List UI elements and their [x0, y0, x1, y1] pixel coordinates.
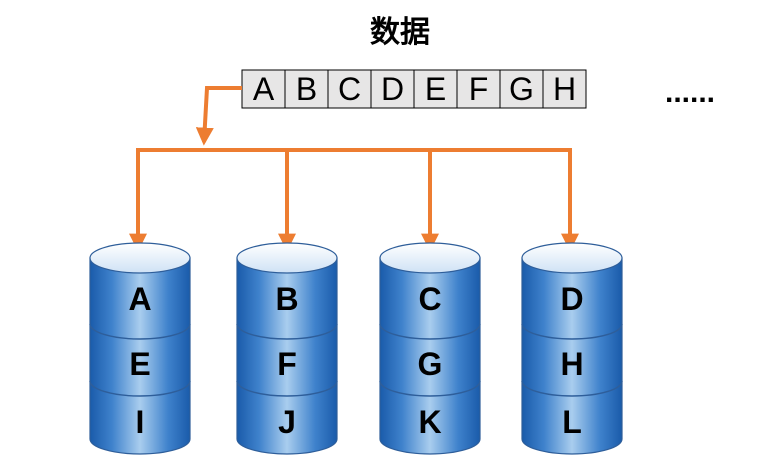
- disk-block-label: F: [277, 346, 297, 382]
- distribution-arrows: [129, 86, 579, 252]
- data-cell: C: [327, 69, 372, 109]
- data-cell-label: A: [253, 71, 275, 107]
- disk-block-label: L: [562, 404, 582, 440]
- disk-cylinder: DHL: [521, 242, 623, 455]
- disk-segment-divider: [89, 323, 191, 340]
- disk-body: [89, 257, 191, 455]
- disk-body: [379, 257, 481, 455]
- disk-segment-divider: [89, 380, 191, 397]
- data-cell-label: D: [381, 71, 404, 107]
- disk-block-label: H: [560, 346, 583, 382]
- disk-block-label: D: [560, 281, 583, 317]
- disk-cylinder: AEI: [89, 242, 191, 455]
- data-cell-label: G: [509, 71, 534, 107]
- disk-top: [521, 242, 623, 274]
- disk-segment-divider: [521, 323, 623, 340]
- disk-segment-divider: [521, 380, 623, 397]
- data-cell: E: [413, 69, 458, 109]
- data-cell-label: E: [425, 71, 446, 107]
- data-cell: D: [370, 69, 415, 109]
- data-cell-box: [284, 69, 329, 109]
- disk-body: [236, 257, 338, 455]
- disk-cylinder: CGK: [379, 242, 481, 455]
- disk-segment-divider: [236, 323, 338, 340]
- disk-segment-divider: [236, 380, 338, 397]
- data-cell-box: [413, 69, 458, 109]
- data-cell-box: [542, 69, 587, 109]
- disk-block-label: I: [136, 404, 145, 440]
- disk-top: [89, 242, 191, 274]
- disk-block-label: K: [418, 404, 441, 440]
- feed-arrow: [195, 86, 242, 146]
- data-cell-box: [327, 69, 372, 109]
- disk-segment-divider: [379, 380, 481, 397]
- disk-top: [236, 242, 338, 274]
- data-cell-box: [456, 69, 501, 109]
- diagram-title: 数据: [370, 15, 430, 50]
- disk-block-label: B: [275, 281, 298, 317]
- disk-block-label: A: [128, 281, 151, 317]
- more-data-ellipsis: ......: [665, 76, 715, 109]
- data-cell: B: [284, 69, 329, 109]
- disk-body: [521, 257, 623, 455]
- data-cell-label: B: [296, 71, 317, 107]
- data-cell-label: C: [338, 71, 361, 107]
- data-cell: G: [499, 69, 544, 109]
- data-cell: F: [456, 69, 501, 109]
- disk-block-label: G: [418, 346, 443, 382]
- disk-top: [379, 242, 481, 274]
- disk-cylinder: BFJ: [236, 242, 338, 455]
- data-cell-box: [499, 69, 544, 109]
- data-cell: H: [542, 69, 587, 109]
- disk-block-label: E: [129, 346, 150, 382]
- data-cell-label: F: [469, 71, 489, 107]
- disk-segment-divider: [379, 323, 481, 340]
- data-cell: A: [241, 69, 286, 109]
- disk-block-label: C: [418, 281, 441, 317]
- data-cell-label: H: [553, 71, 576, 107]
- disk-block-label: J: [278, 404, 296, 440]
- disk-array: AEI BFJ CGK DHL: [89, 242, 623, 455]
